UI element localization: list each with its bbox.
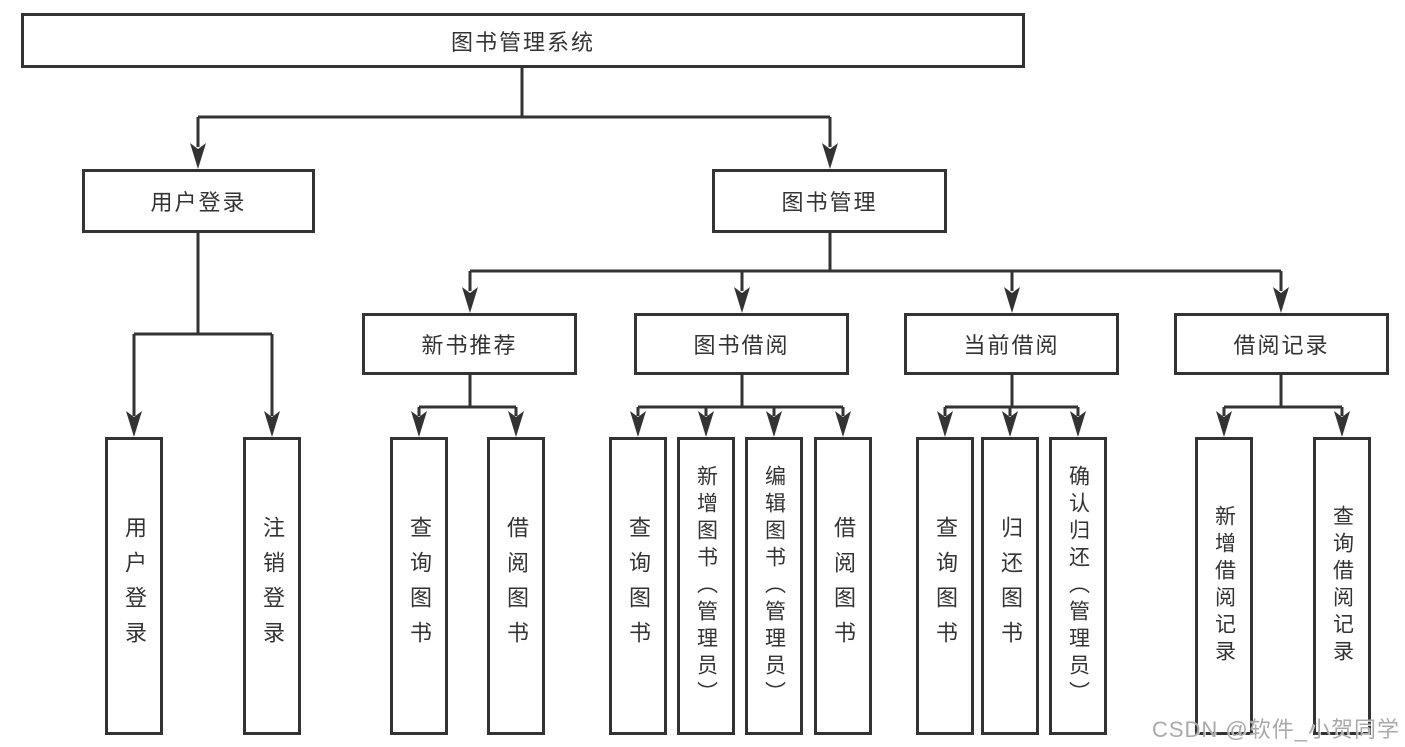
arrowhead: [1004, 287, 1020, 313]
node-label: 图书管理系统: [450, 29, 595, 55]
node-leaf-query-borrow-record: 查询借阅记录: [1313, 437, 1371, 735]
arrowhead: [1334, 411, 1350, 437]
arrowhead: [734, 287, 750, 313]
node-label: 图书管理: [781, 190, 878, 215]
node-leaf-add-borrow-record: 新增借阅记录: [1195, 437, 1253, 735]
node-label: 用户登录: [150, 190, 247, 215]
node-leaf-borrow-book-2: 借阅图书: [814, 437, 872, 735]
node-leaf-user-login: 用户登录: [105, 437, 163, 735]
tree-edges: [132, 66, 1344, 416]
node-root: 图书管理系统: [21, 13, 1025, 68]
arrowheads: [126, 143, 1350, 437]
arrowhead: [1070, 411, 1086, 437]
arrowhead: [937, 411, 953, 437]
node-leaf-query-book-2: 查询图书: [609, 437, 667, 735]
arrowhead: [411, 411, 427, 437]
node-leaf-query-book-3: 查询图书: [916, 437, 974, 735]
node-book-management: 图书管理: [712, 169, 947, 233]
arrowhead: [1273, 287, 1289, 313]
node-label: 查询借阅记录: [1330, 505, 1354, 667]
node-label: 新增借阅记录: [1212, 505, 1236, 667]
arrowhead: [822, 143, 838, 169]
node-label: 编辑图书（管理员）: [762, 464, 786, 708]
arrowhead: [1216, 411, 1232, 437]
arrowhead: [126, 411, 142, 437]
node-leaf-edit-book-admin: 编辑图书（管理员）: [745, 437, 803, 735]
node-current-borrow: 当前借阅: [904, 313, 1119, 375]
node-label: 查询图书: [407, 516, 432, 656]
node-label: 图书借阅: [693, 333, 790, 358]
node-leaf-logout: 注销登录: [243, 437, 301, 735]
arrowhead: [835, 411, 851, 437]
arrowhead: [766, 411, 782, 437]
node-label: 确认归还（管理员）: [1066, 464, 1090, 708]
node-label: 新书推荐: [421, 333, 518, 358]
arrowhead: [462, 287, 478, 313]
node-leaf-borrow-book-1: 借阅图书: [487, 437, 545, 735]
node-user-login: 用户登录: [82, 169, 315, 233]
node-leaf-return-book: 归还图书: [981, 437, 1039, 735]
node-label: 用户登录: [122, 516, 147, 656]
node-label: 查询图书: [626, 516, 651, 656]
node-leaf-confirm-return-admin: 确认归还（管理员）: [1049, 437, 1107, 735]
arrowhead: [630, 411, 646, 437]
node-new-book-recommend: 新书推荐: [362, 313, 577, 375]
node-leaf-add-book-admin: 新增图书（管理员）: [677, 437, 735, 735]
csdn-watermark: CSDN @软件_小贺同学: [1151, 717, 1400, 742]
node-label: 借阅记录: [1233, 333, 1330, 358]
node-label: 查询图书: [933, 516, 958, 656]
node-leaf-query-book-1: 查询图书: [390, 437, 448, 735]
arrowhead: [698, 411, 714, 437]
node-book-borrow: 图书借阅: [634, 313, 849, 375]
node-label: 借阅图书: [504, 516, 529, 656]
node-label: 借阅图书: [831, 516, 856, 656]
arrowhead: [508, 411, 524, 437]
arrowhead: [190, 143, 206, 169]
node-label: 归还图书: [998, 516, 1023, 656]
arrowhead: [264, 411, 280, 437]
node-borrow-records: 借阅记录: [1174, 313, 1389, 375]
node-label: 当前借阅: [963, 333, 1060, 358]
node-label: 注销登录: [260, 516, 285, 656]
arrowhead: [1002, 411, 1018, 437]
node-label: 新增图书（管理员）: [694, 464, 718, 708]
